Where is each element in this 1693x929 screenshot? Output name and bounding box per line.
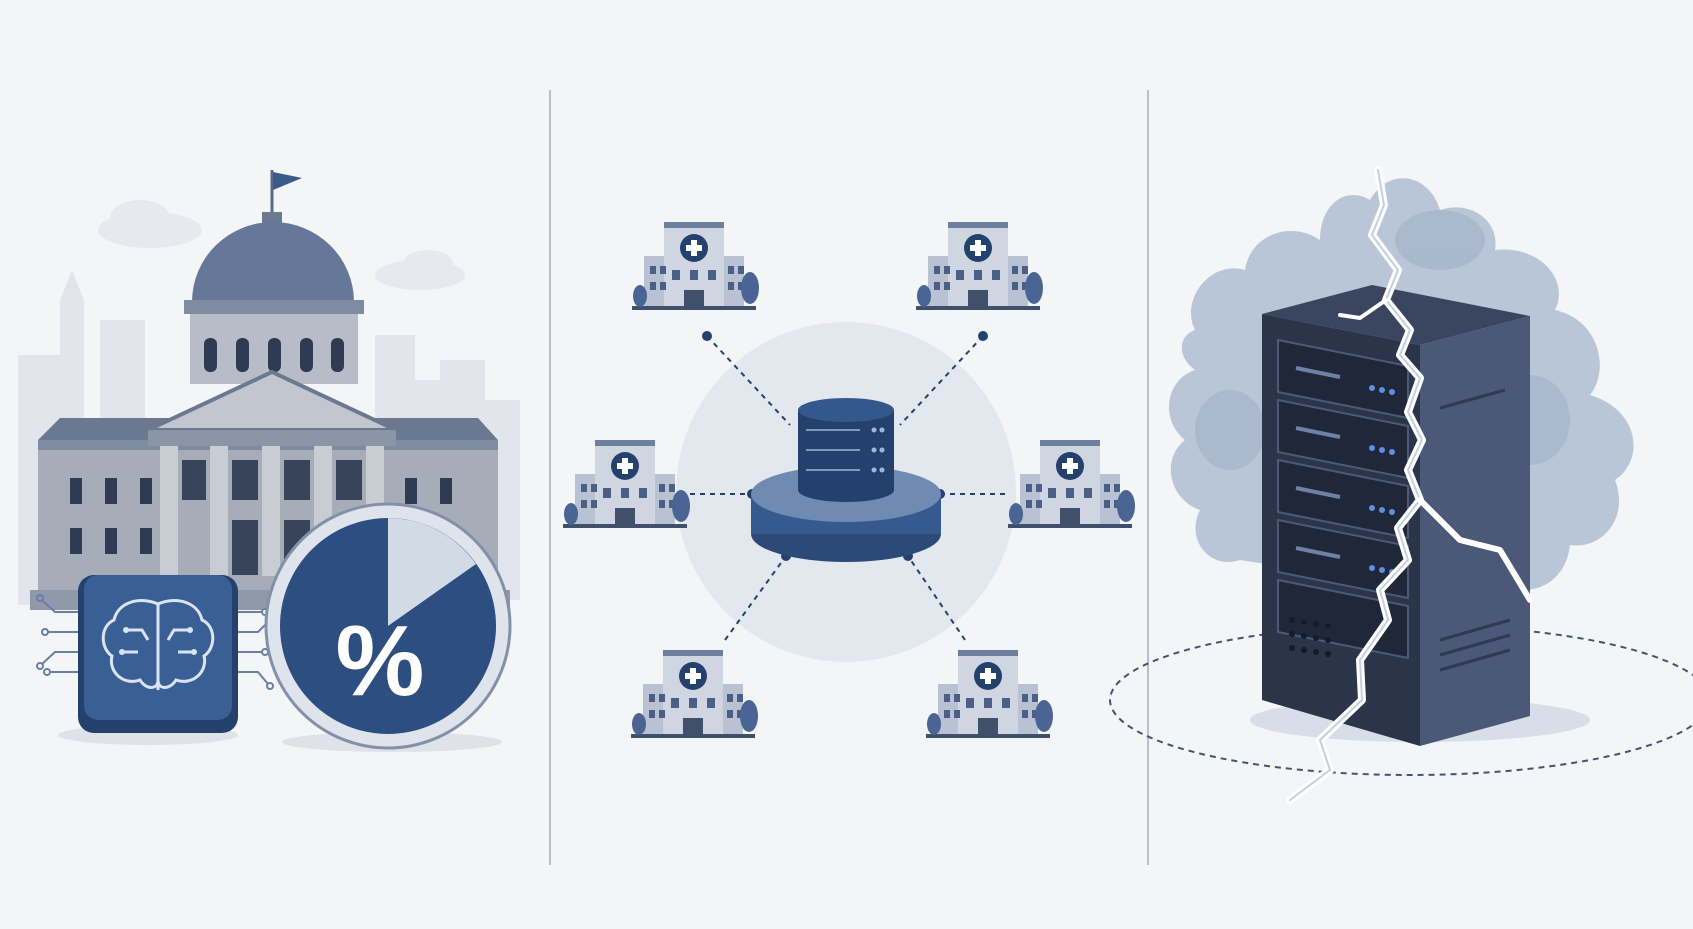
network-links	[690, 335, 1005, 641]
percent-symbol: %	[336, 605, 425, 717]
government-ai-panel: %	[18, 170, 520, 752]
ai-chip-icon	[36, 575, 274, 745]
percent-badge-icon: %	[264, 502, 512, 752]
hospital-network-panel	[563, 222, 1135, 738]
ground-outline	[1109, 624, 1693, 776]
central-database-icon	[751, 398, 941, 562]
lightning-crack-icon	[1286, 166, 1533, 804]
server-failure-panel	[1109, 166, 1693, 804]
server-rack-icon	[1262, 285, 1530, 746]
cloud-icon	[98, 200, 465, 290]
